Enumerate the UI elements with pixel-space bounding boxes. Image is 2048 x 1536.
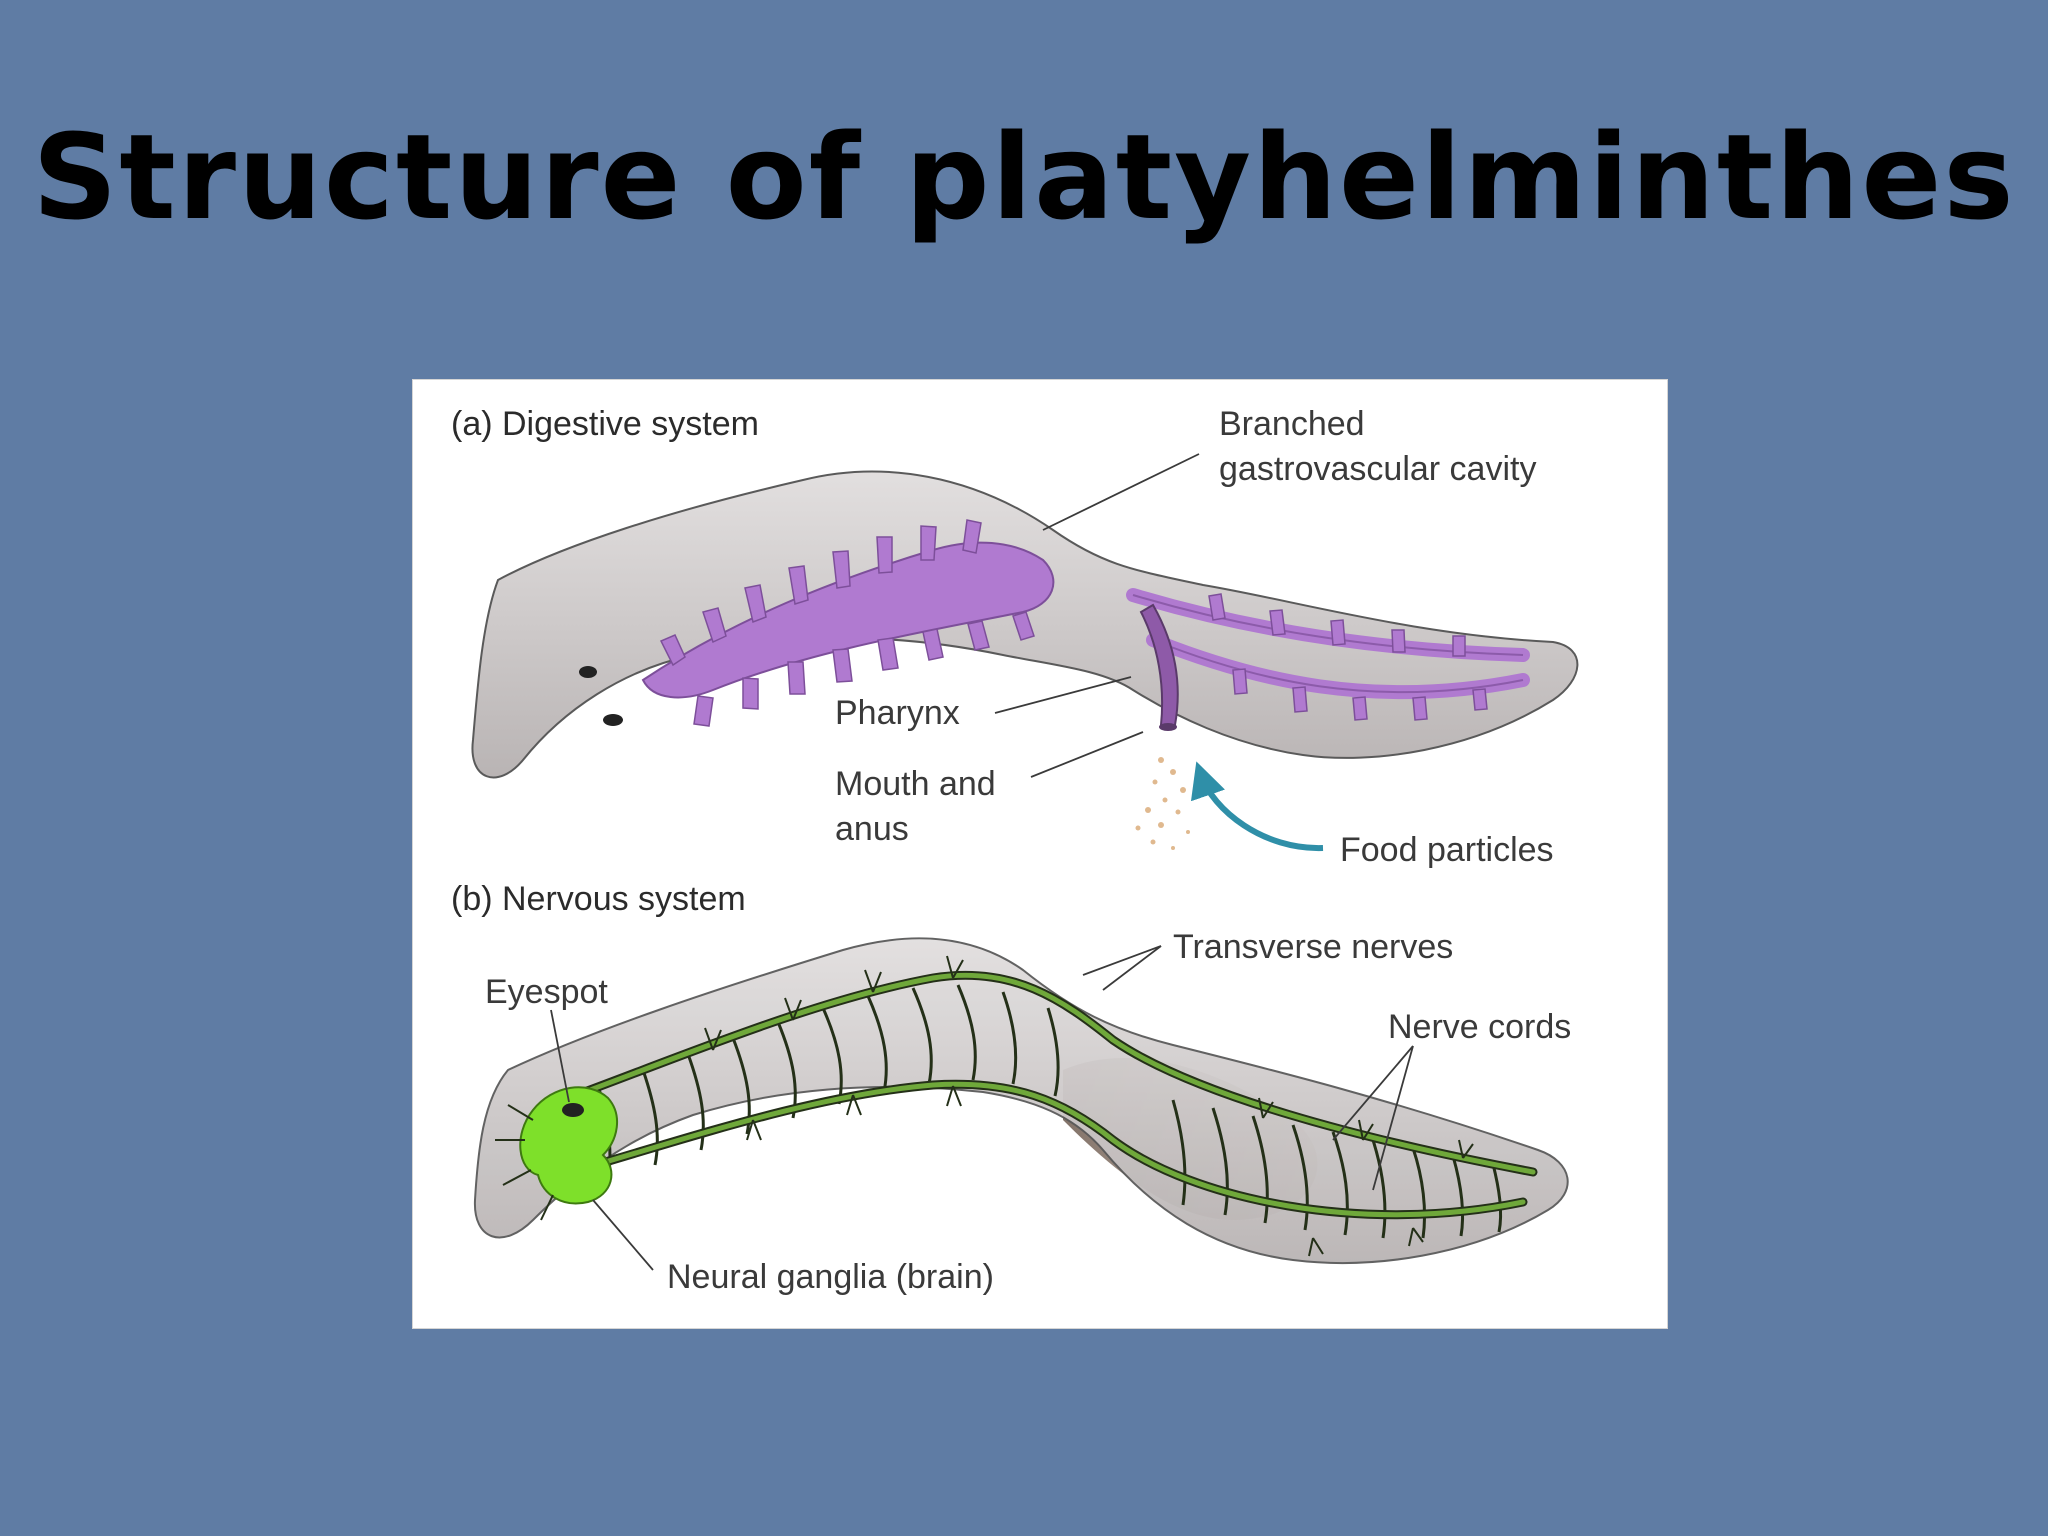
label-eyespot: Eyespot bbox=[485, 973, 608, 1011]
leader-line-pharynx bbox=[994, 676, 1132, 714]
leader-line-ganglia bbox=[592, 1199, 654, 1271]
leader-line-mouth bbox=[1030, 731, 1144, 778]
gut-diverticula bbox=[659, 519, 1035, 727]
label-pharynx: Pharynx bbox=[835, 694, 960, 732]
nervous-system-panel: (b) Nervous system bbox=[451, 880, 1571, 1296]
leader-line-branched bbox=[1042, 453, 1200, 531]
transverse-nerves bbox=[596, 984, 1503, 1239]
figure-panel: (a) Digestive system bbox=[413, 380, 1667, 1328]
nerve-cords bbox=[558, 970, 1538, 1220]
label-food: Food particles bbox=[1340, 831, 1554, 869]
leader-line-transverse-1 bbox=[1082, 945, 1162, 976]
label-ganglia: Neural ganglia (brain) bbox=[667, 1258, 994, 1296]
leader-line-transverse-2 bbox=[1102, 945, 1162, 991]
eyespot-icon bbox=[579, 666, 597, 678]
leader-line-cords-1 bbox=[1332, 1045, 1414, 1141]
panel-b-heading: (b) Nervous system bbox=[451, 880, 746, 918]
label-branched-2: gastrovascular cavity bbox=[1219, 450, 1536, 488]
gastrovascular-cavity bbox=[641, 541, 1055, 699]
label-branched-1: Branched bbox=[1219, 405, 1365, 443]
flatworm-diagram: (a) Digestive system bbox=[451, 405, 1579, 1296]
label-mouth-1: Mouth and bbox=[835, 765, 996, 803]
digestive-system-panel: (a) Digestive system bbox=[451, 405, 1579, 869]
leader-line-cords-2 bbox=[1372, 1045, 1414, 1191]
gut-diverticula-posterior bbox=[1208, 593, 1488, 721]
leader-line-eyespot bbox=[550, 1009, 570, 1103]
label-transverse: Transverse nerves bbox=[1173, 928, 1453, 966]
label-nerve-cords: Nerve cords bbox=[1388, 1008, 1571, 1046]
slide-title: Structure of platyhelminthes bbox=[32, 108, 2016, 246]
label-mouth-2: anus bbox=[835, 810, 909, 848]
peripheral-nerves bbox=[704, 955, 1474, 1257]
eyespot-icon bbox=[562, 1103, 584, 1117]
panel-a-heading: (a) Digestive system bbox=[451, 405, 759, 443]
eyespot-icon bbox=[603, 714, 623, 726]
food-arrow bbox=[1191, 761, 1324, 852]
food-particles bbox=[1135, 757, 1190, 850]
